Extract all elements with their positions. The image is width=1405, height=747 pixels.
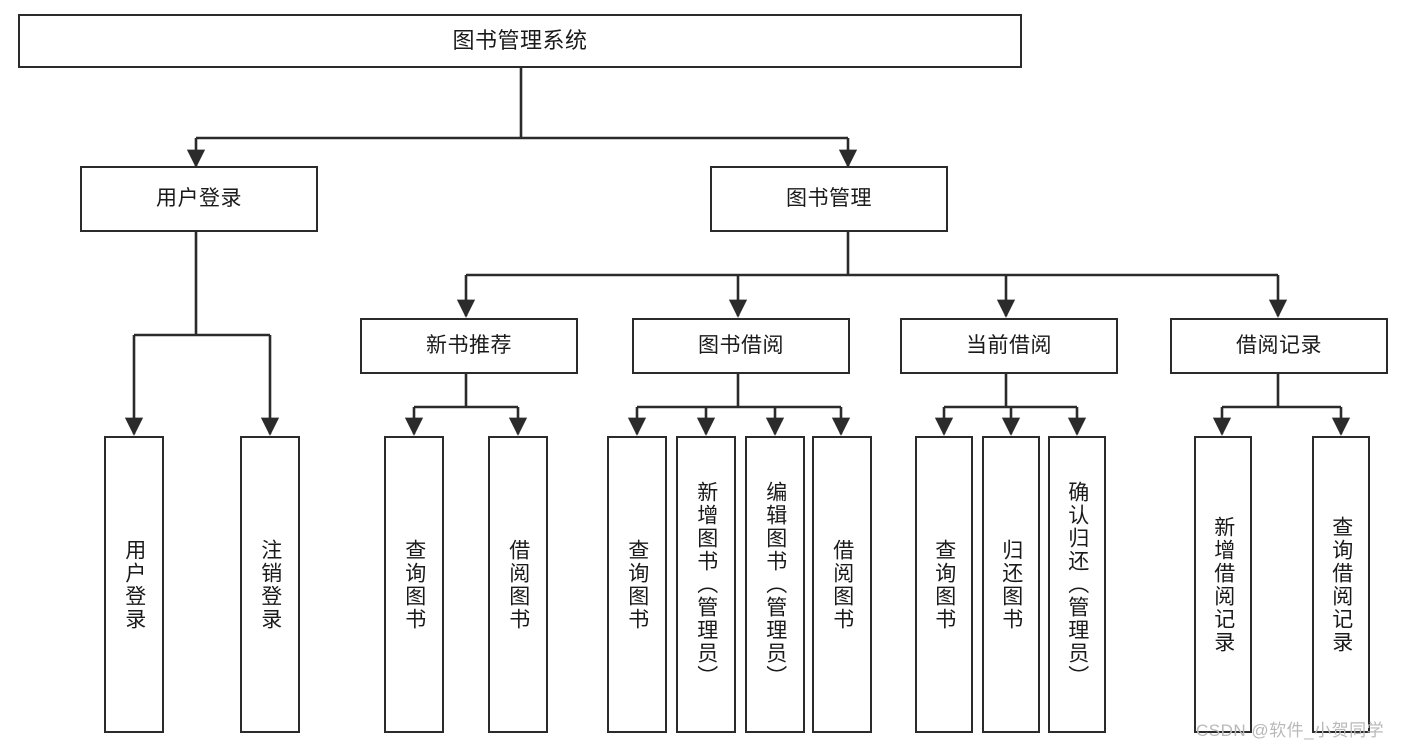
leaf-current-borrow-query[interactable]: 查询图书 — [915, 436, 973, 733]
node-label: 查询图书 — [625, 538, 649, 631]
node-label: 归还图书 — [999, 538, 1023, 631]
leaf-current-borrow-return[interactable]: 归还图书 — [982, 436, 1040, 733]
node-label: 确认归还（管理员） — [1065, 481, 1089, 688]
node-label: 图书借阅 — [698, 333, 784, 357]
leaf-user-login-logout[interactable]: 注销登录 — [240, 436, 300, 733]
node-label: 借阅记录 — [1236, 333, 1322, 357]
leaf-book-borrow-add[interactable]: 新增图书（管理员） — [676, 436, 736, 733]
node-label: 图书管理 — [786, 186, 872, 210]
node-label: 查询借阅记录 — [1329, 515, 1353, 654]
node-root-system[interactable]: 图书管理系统 — [18, 14, 1022, 68]
node-label: 新书推荐 — [426, 333, 512, 357]
node-current-borrow[interactable]: 当前借阅 — [900, 318, 1118, 374]
node-label: 编辑图书（管理员） — [763, 481, 787, 688]
node-book-management[interactable]: 图书管理 — [710, 166, 948, 232]
node-borrow-record[interactable]: 借阅记录 — [1170, 318, 1388, 374]
leaf-borrow-record-add[interactable]: 新增借阅记录 — [1194, 436, 1252, 733]
node-label: 借阅图书 — [506, 538, 530, 631]
leaf-book-borrow-borrow[interactable]: 借阅图书 — [812, 436, 872, 733]
leaf-new-book-query[interactable]: 查询图书 — [384, 436, 444, 733]
node-label: 用户登录 — [156, 186, 242, 210]
node-label: 当前借阅 — [966, 333, 1052, 357]
node-label: 用户登录 — [122, 538, 146, 631]
node-label: 查询图书 — [932, 538, 956, 631]
node-label: 查询图书 — [402, 538, 426, 631]
leaf-borrow-record-query[interactable]: 查询借阅记录 — [1312, 436, 1370, 733]
node-user-login[interactable]: 用户登录 — [80, 166, 318, 232]
node-new-book-recommend[interactable]: 新书推荐 — [360, 318, 578, 374]
node-book-borrow[interactable]: 图书借阅 — [632, 318, 850, 374]
node-label: 新增借阅记录 — [1211, 515, 1235, 654]
leaf-current-borrow-confirm-return[interactable]: 确认归还（管理员） — [1048, 436, 1106, 733]
leaf-book-borrow-edit[interactable]: 编辑图书（管理员） — [745, 436, 805, 733]
leaf-book-borrow-query[interactable]: 查询图书 — [607, 436, 667, 733]
node-label: 借阅图书 — [830, 538, 854, 631]
leaf-new-book-borrow[interactable]: 借阅图书 — [488, 436, 548, 733]
node-label: 新增图书（管理员） — [694, 481, 718, 688]
node-label: 注销登录 — [258, 538, 282, 631]
watermark-text: CSDN @软件_小贺同学 — [1196, 721, 1385, 740]
leaf-user-login-login[interactable]: 用户登录 — [104, 436, 164, 733]
node-label: 图书管理系统 — [452, 28, 588, 54]
